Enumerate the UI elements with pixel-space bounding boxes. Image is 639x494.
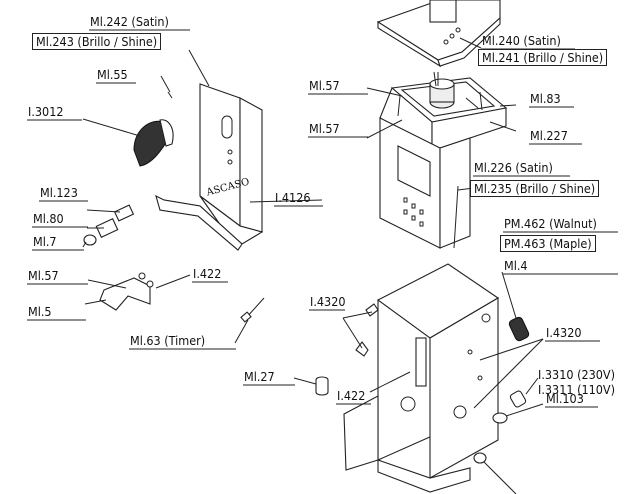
label-ml57-mid: Ml.57 bbox=[309, 121, 340, 136]
label-ml57-top: Ml.57 bbox=[309, 78, 340, 93]
label-ml63: Ml.63 (Timer) bbox=[130, 333, 206, 348]
label-ml242: Ml.242 (Satin) bbox=[90, 14, 169, 29]
label-ml5: Ml.5 bbox=[28, 304, 52, 319]
left-fittings bbox=[83, 91, 379, 396]
label-ml80: Ml.80 bbox=[33, 211, 64, 226]
upper-body bbox=[379, 117, 471, 249]
label-ml240: Ml.240 (Satin) bbox=[482, 33, 561, 48]
label-ml235: Ml.235 (Brillo / Shine) bbox=[470, 180, 600, 197]
label-ml226: Ml.226 (Satin) bbox=[474, 160, 553, 175]
knob-3012 bbox=[133, 119, 174, 167]
label-i3311: I.3311 (110V) bbox=[538, 382, 615, 397]
label-i3310: I.3310 (230V) bbox=[538, 367, 615, 382]
label-ml241: Ml.241 (Brillo / Shine) bbox=[478, 49, 608, 66]
label-i4126: I.4126 bbox=[275, 190, 311, 205]
label-ml57-left: Ml.57 bbox=[28, 268, 59, 283]
label-i422-left: I.422 bbox=[193, 266, 222, 281]
label-ml55: Ml.55 bbox=[97, 67, 128, 82]
label-i3012: I.3012 bbox=[28, 104, 64, 119]
label-ml243: Ml.243 (Brillo / Shine) bbox=[32, 33, 162, 50]
label-ml7: Ml.7 bbox=[33, 234, 57, 249]
side-panel bbox=[155, 83, 264, 251]
top-plate bbox=[376, 0, 501, 68]
label-ml27: Ml.27 bbox=[244, 369, 275, 384]
label-i422-mid: I.422 bbox=[337, 388, 366, 403]
frame-227 bbox=[379, 72, 508, 149]
right-fittings bbox=[433, 71, 530, 464]
label-ml227: Ml.227 bbox=[530, 128, 568, 143]
label-ml4: Ml.4 bbox=[504, 258, 528, 273]
label-ml83: Ml.83 bbox=[530, 91, 561, 106]
lower-body bbox=[343, 263, 500, 493]
label-i4320-left: I.4320 bbox=[310, 294, 346, 309]
label-i4320-right: I.4320 bbox=[546, 325, 582, 340]
label-pm463: PM.463 (Maple) bbox=[500, 235, 596, 252]
leader-lines bbox=[82, 37, 544, 494]
label-ml123: Ml.123 bbox=[40, 185, 78, 200]
label-ml103: Ml.103 bbox=[546, 391, 584, 406]
label-pm462: PM.462 (Walnut) bbox=[504, 216, 597, 231]
